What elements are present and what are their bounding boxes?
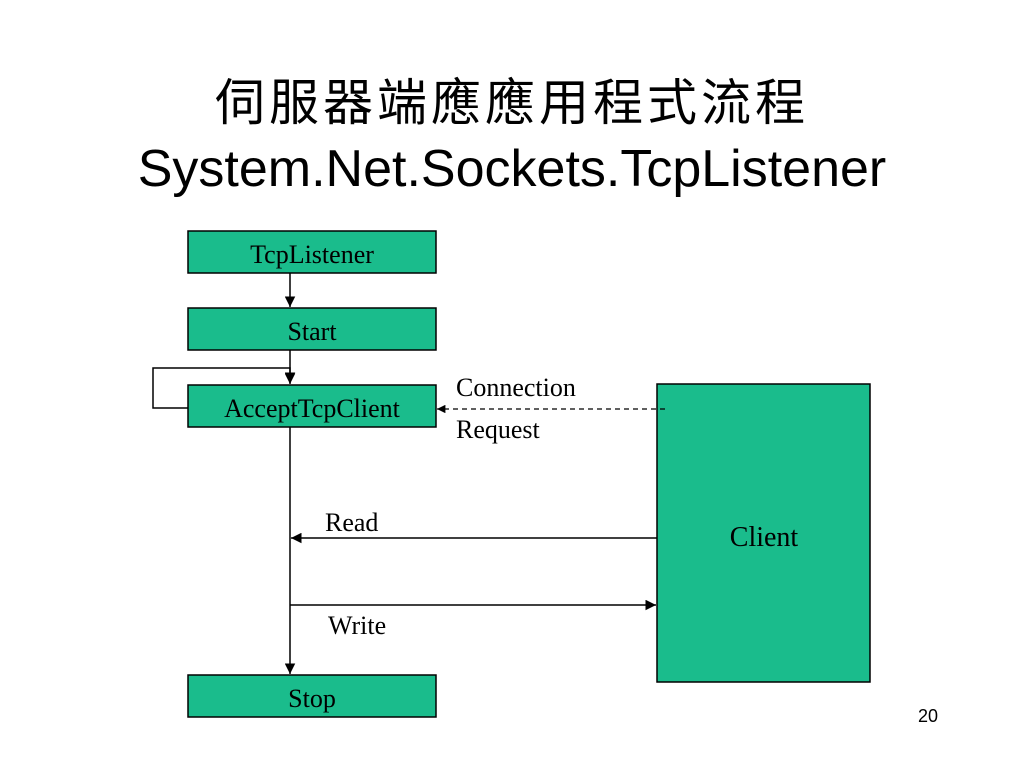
stop-label: Stop	[288, 684, 336, 713]
stop-box	[187, 674, 437, 718]
start-box	[187, 307, 437, 351]
tcplistener-box	[187, 230, 437, 274]
accepttcpclient-box	[187, 384, 437, 428]
page-number: 20	[917, 706, 938, 726]
tcplistener-label: TcpListener	[250, 240, 374, 269]
accepttcpclient-label: AcceptTcpClient	[224, 394, 401, 423]
client-box	[656, 383, 871, 683]
write-label: Write	[328, 611, 386, 640]
slide-title-chinese: 伺服器端應應用程式流程	[215, 74, 809, 132]
read-label: Read	[325, 508, 378, 537]
connection-label-line1: Connection	[456, 373, 576, 402]
accept-loop-arrow	[152, 367, 296, 409]
connection-label-line2: Request	[456, 415, 541, 444]
slide-title-english: System.Net.Sockets.TcpListener	[137, 140, 887, 198]
client-label: Client	[730, 522, 799, 553]
start-label: Start	[287, 317, 337, 346]
